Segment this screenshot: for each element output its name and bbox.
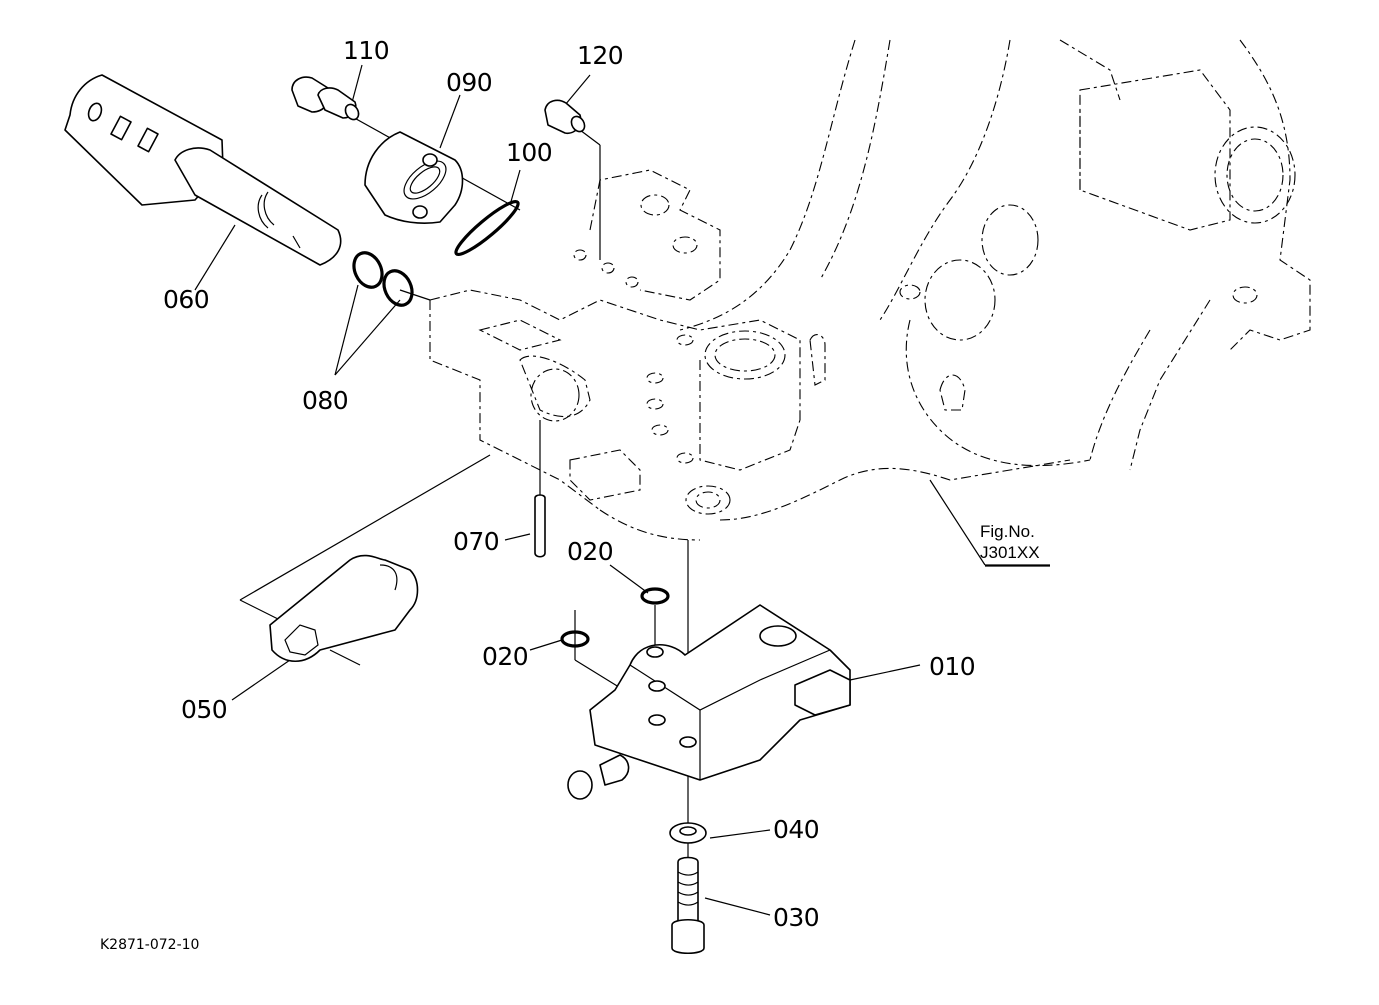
part-020-o-rings	[560, 587, 670, 648]
fig-number[interactable]: J301XX	[980, 543, 1040, 562]
part-010-valve-body	[567, 604, 851, 800]
part-120-plug	[544, 99, 586, 135]
callout-070[interactable]: 070	[453, 527, 500, 556]
part-090-cover-plate	[364, 131, 464, 224]
callout-010[interactable]: 010	[929, 652, 976, 681]
callout-020-upper[interactable]: 020	[567, 537, 614, 566]
transmission-housing	[429, 39, 1311, 541]
part-070-pin	[534, 494, 546, 558]
callout-110[interactable]: 110	[343, 36, 390, 65]
part-100-o-ring	[454, 199, 520, 257]
part-050-lever-arm	[269, 554, 419, 663]
part-060-spool-shaft	[64, 74, 342, 266]
callout-050[interactable]: 050	[181, 695, 228, 724]
callout-leaders	[194, 64, 921, 916]
part-030-bolt	[671, 856, 705, 955]
callout-020-lower[interactable]: 020	[482, 642, 529, 671]
callout-080[interactable]: 080	[302, 386, 349, 415]
part-080-o-rings	[352, 251, 414, 307]
assembly-lines	[239, 109, 1050, 940]
callout-060[interactable]: 060	[163, 285, 210, 314]
callout-090[interactable]: 090	[446, 68, 493, 97]
callout-030[interactable]: 030	[773, 903, 820, 932]
callout-040[interactable]: 040	[773, 815, 820, 844]
drawing-code: K2871-072-10	[100, 937, 200, 953]
part-040-washer	[669, 822, 707, 844]
fig-no-label: Fig.No.	[980, 522, 1035, 541]
callout-120[interactable]: 120	[577, 41, 624, 70]
part-110-plug-bolt	[291, 76, 360, 121]
callout-100[interactable]: 100	[506, 138, 553, 167]
